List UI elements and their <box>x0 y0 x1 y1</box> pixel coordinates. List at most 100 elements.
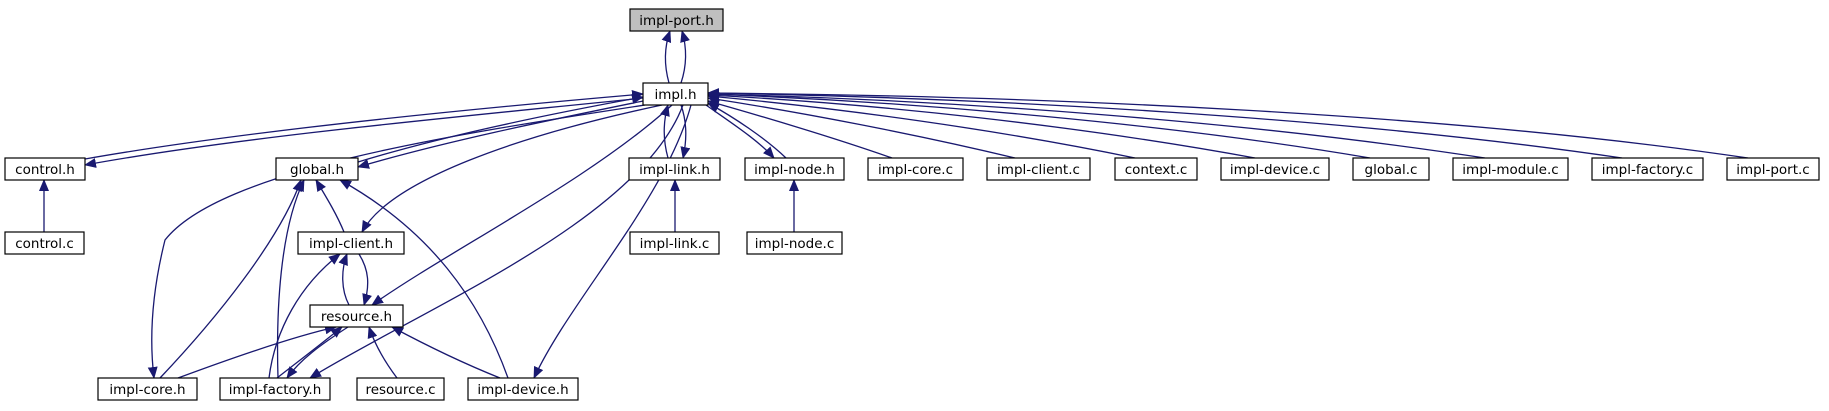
edge-resource-h-to-impl-factory-h <box>286 326 349 379</box>
edge-impl-link-h-to-impl-h <box>660 104 670 159</box>
edge-impl-port-h-to-impl-h <box>680 30 690 84</box>
edge-impl-h-to-impl-device-h <box>533 104 692 379</box>
node-box[interactable] <box>1726 157 1820 181</box>
node-global-h[interactable]: global.h <box>275 157 359 181</box>
edge-impl-core-h-to-global-h <box>159 179 303 379</box>
node-label: impl-client.c <box>997 162 1080 178</box>
node-box[interactable] <box>1591 157 1704 181</box>
node-resource-h[interactable]: resource.h <box>309 304 404 328</box>
node-box[interactable] <box>746 231 843 255</box>
node-impl-h[interactable]: impl.h <box>642 82 709 106</box>
node-impl-factory-h[interactable]: impl-factory.h <box>219 377 331 401</box>
node-label: impl-node.h <box>754 162 835 178</box>
edge-control-h-to-impl-h <box>84 89 644 160</box>
node-box[interactable] <box>309 304 404 328</box>
edge-impl-core-h-to-resource-h <box>177 324 337 379</box>
node-label: resource.h <box>321 309 392 325</box>
node-control-h[interactable]: control.h <box>4 157 86 181</box>
edge-resource-c-to-resource-h <box>367 326 398 379</box>
node-label: impl-module.c <box>1462 162 1558 178</box>
node-label: global.c <box>1365 162 1418 178</box>
node-label: impl-core.h <box>109 382 185 398</box>
edge-global-c-to-impl-h <box>707 89 1371 159</box>
node-control-c[interactable]: control.c <box>4 231 85 255</box>
node-box[interactable] <box>1220 157 1330 181</box>
node-resource-c[interactable]: resource.c <box>356 377 445 401</box>
node-box[interactable] <box>628 157 721 181</box>
edge-impl-client-h-to-global-h <box>315 179 345 233</box>
edge-impl-client-c-to-impl-h <box>707 94 1016 159</box>
node-box[interactable] <box>1452 157 1569 181</box>
node-impl-core-h[interactable]: impl-core.h <box>97 377 198 401</box>
edge-impl-factory-h-to-global-h <box>276 179 305 379</box>
node-label: impl-device.h <box>477 382 568 398</box>
node-box[interactable] <box>986 157 1091 181</box>
edge-impl-factory-h-to-impl-client-h <box>268 253 341 379</box>
nodes-layer: impl-port.h impl.h control.h global.h impl-l… <box>4 8 1820 401</box>
node-label: impl-factory.c <box>1602 162 1693 178</box>
edge-impl-h-to-impl-core-h <box>147 104 646 379</box>
node-box[interactable] <box>219 377 331 401</box>
edge-resource-h-to-impl-client-h <box>338 253 350 306</box>
node-impl-node-c[interactable]: impl-node.c <box>746 231 843 255</box>
edge-impl-h-to-impl-factory-h <box>309 104 684 379</box>
node-label: impl-link.c <box>640 236 710 252</box>
node-box[interactable] <box>4 157 86 181</box>
node-box[interactable] <box>867 157 964 181</box>
node-impl-factory-c[interactable]: impl-factory.c <box>1591 157 1704 181</box>
node-label: impl-device.c <box>1230 162 1320 178</box>
edge-impl-h-to-resource-h <box>371 104 673 306</box>
edge-impl-h-to-control-h <box>84 97 644 168</box>
edge-impl-h-to-impl-client-h <box>361 104 663 233</box>
node-impl-client-h[interactable]: impl-client.h <box>297 231 405 255</box>
edge-impl-core-c-to-impl-h <box>707 99 893 159</box>
node-impl-port-c[interactable]: impl-port.c <box>1726 157 1820 181</box>
edge-impl-h-to-global-h <box>357 100 644 169</box>
node-label: impl-port.c <box>1736 162 1809 178</box>
edge-impl-factory-c-to-impl-h <box>707 88 1623 159</box>
node-impl-link-h[interactable]: impl-link.h <box>628 157 721 181</box>
edge-impl-port-c-to-impl-h <box>707 88 1749 159</box>
node-impl-module-c[interactable]: impl-module.c <box>1452 157 1569 181</box>
node-box[interactable] <box>97 377 198 401</box>
edges-layer <box>39 30 1749 379</box>
node-label: context.c <box>1125 162 1188 178</box>
node-label: impl-link.h <box>639 162 710 178</box>
node-box[interactable] <box>356 377 445 401</box>
edge-impl-h-to-impl-node-h <box>705 104 775 159</box>
node-label: impl-factory.h <box>229 382 322 398</box>
node-box[interactable] <box>1114 157 1198 181</box>
node-label: impl-node.c <box>755 236 835 252</box>
edge-impl-device-h-to-global-h <box>339 179 509 379</box>
edge-impl-client-h-to-resource-h <box>358 253 372 306</box>
node-label: control.c <box>15 236 74 252</box>
node-impl-link-c[interactable]: impl-link.c <box>629 231 720 255</box>
node-context-c[interactable]: context.c <box>1114 157 1198 181</box>
node-label: impl.h <box>654 87 696 103</box>
node-box[interactable] <box>629 231 720 255</box>
node-box[interactable] <box>642 82 709 106</box>
edge-impl-node-h-to-impl-h <box>707 102 787 159</box>
node-box[interactable] <box>275 157 359 181</box>
node-box[interactable] <box>1352 157 1430 181</box>
node-label: resource.c <box>365 382 435 398</box>
node-impl-device-c[interactable]: impl-device.c <box>1220 157 1330 181</box>
node-impl-port-h[interactable]: impl-port.h <box>629 8 724 32</box>
node-box[interactable] <box>744 157 845 181</box>
node-box[interactable] <box>297 231 405 255</box>
edge-global-h-to-impl-h <box>357 94 644 163</box>
node-impl-core-c[interactable]: impl-core.c <box>867 157 964 181</box>
edge-impl-h-to-impl-port-h <box>661 30 672 84</box>
node-impl-node-h[interactable]: impl-node.h <box>744 157 845 181</box>
edge-context-c-to-impl-h <box>707 92 1136 159</box>
edge-impl-factory-h-to-resource-h <box>276 326 343 379</box>
node-box[interactable] <box>467 377 579 401</box>
node-impl-device-h[interactable]: impl-device.h <box>467 377 579 401</box>
node-box[interactable] <box>629 8 724 32</box>
node-box[interactable] <box>4 231 85 255</box>
edge-impl-device-c-to-impl-h <box>707 90 1256 159</box>
edge-impl-h-to-impl-link-h <box>680 104 691 159</box>
node-impl-client-c[interactable]: impl-client.c <box>986 157 1091 181</box>
node-global-c[interactable]: global.c <box>1352 157 1430 181</box>
